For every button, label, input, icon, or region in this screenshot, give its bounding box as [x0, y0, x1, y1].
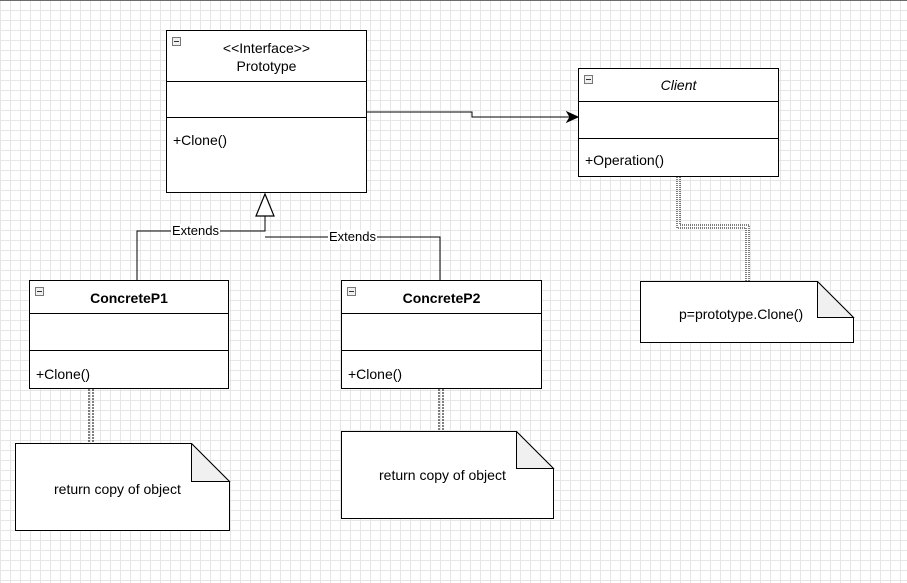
generalization-triangle-icon	[255, 192, 275, 217]
note-client-text: p=prototype.Clone()	[679, 306, 804, 322]
class-client-name: Client	[660, 77, 697, 93]
class-client-header: Client	[579, 69, 778, 102]
note-concrete2[interactable]: return copy of object	[341, 430, 555, 520]
association-arrowhead	[565, 110, 580, 124]
collapse-icon[interactable]	[35, 287, 44, 296]
collapse-icon[interactable]	[347, 287, 356, 296]
class-concretep2-attributes	[342, 314, 541, 351]
class-prototype-attributes	[167, 82, 366, 118]
extends-label-left: Extends	[171, 223, 220, 238]
note-concrete1-text: return copy of object	[54, 481, 181, 497]
class-concretep2-header: ConcreteP2	[342, 281, 541, 314]
note-link-client[interactable]	[676, 177, 750, 282]
note-concrete1[interactable]: return copy of object	[15, 442, 231, 532]
note-shape-icon	[341, 430, 555, 519]
class-prototype-header: <<Interface>> Prototype	[167, 31, 366, 82]
note-link-concrete2[interactable]	[438, 389, 444, 431]
class-prototype-name: Prototype	[236, 58, 297, 74]
class-concretep2[interactable]: ConcreteP2 +Clone()	[341, 280, 542, 389]
class-concretep1-operation: +Clone()	[36, 366, 91, 382]
top-border-line	[0, 0, 907, 1]
class-prototype[interactable]: <<Interface>> Prototype +Clone()	[166, 30, 367, 193]
extends-label-right: Extends	[328, 229, 377, 244]
class-client-operation: +Operation()	[585, 152, 664, 168]
class-concretep1-name: ConcreteP1	[90, 290, 168, 306]
note-shape-icon	[15, 442, 231, 531]
class-prototype-operation: +Clone()	[173, 132, 228, 148]
class-concretep1[interactable]: ConcreteP1 +Clone()	[29, 280, 229, 389]
class-concretep2-operation: +Clone()	[348, 366, 403, 382]
extends-edge-right[interactable]	[265, 236, 441, 280]
class-client[interactable]: Client +Operation()	[578, 68, 779, 177]
class-concretep1-attributes	[30, 314, 228, 351]
association-edge[interactable]	[366, 111, 570, 118]
note-link-concrete1[interactable]	[88, 389, 94, 443]
note-shape-icon	[640, 280, 855, 343]
note-client[interactable]: p=prototype.Clone()	[640, 280, 855, 344]
note-concrete2-text: return copy of object	[379, 467, 506, 483]
collapse-icon[interactable]	[172, 37, 181, 46]
class-client-attributes	[579, 102, 778, 139]
class-concretep1-header: ConcreteP1	[30, 281, 228, 314]
class-prototype-stereotype: <<Interface>>	[222, 40, 311, 56]
collapse-icon[interactable]	[584, 75, 593, 84]
class-concretep2-name: ConcreteP2	[402, 290, 481, 306]
